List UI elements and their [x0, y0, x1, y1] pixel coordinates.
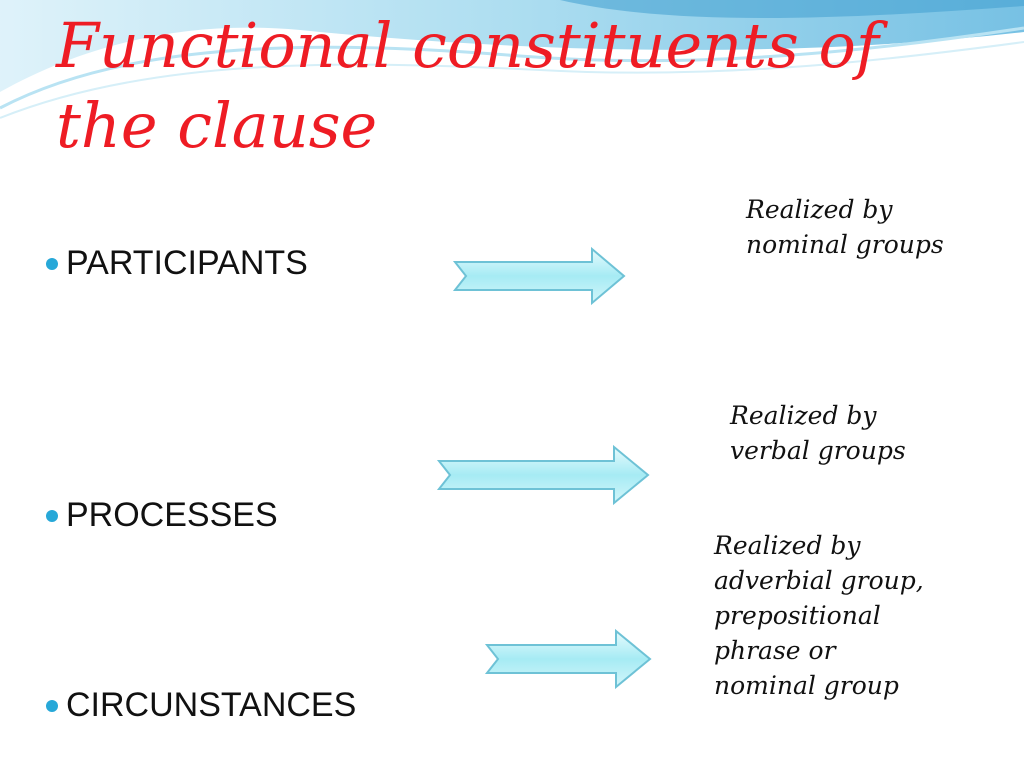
note-line: verbal groups — [730, 436, 906, 465]
note-line: nominal group — [714, 671, 899, 700]
note-line: phrase or — [714, 636, 836, 665]
right-arrow-icon — [484, 628, 652, 690]
decorative-swoosh — [0, 0, 1024, 119]
bullet-processes: PROCESSES — [46, 496, 278, 535]
bullet-circunstances: CIRCUNSTANCES — [46, 686, 356, 725]
note-line: adverbial group, — [714, 566, 924, 595]
right-arrow-icon — [436, 444, 650, 506]
bullet-label: CIRCUNSTANCES — [66, 686, 357, 724]
slide-title: Functional constituents of the clause — [56, 9, 879, 162]
bullet-label: PARTICIPANTS — [66, 244, 308, 282]
right-arrow-icon — [452, 246, 626, 306]
bullet-dot-icon — [46, 699, 58, 712]
bullet-participants: PARTICIPANTS — [46, 244, 308, 283]
note-verbal-groups: Realized by verbal groups — [730, 398, 906, 468]
note-line: Realized by — [714, 531, 861, 560]
note-line: Realized by — [730, 401, 877, 430]
note-line: nominal groups — [746, 230, 944, 259]
bullet-label: PROCESSES — [66, 496, 278, 534]
bullet-dot-icon — [46, 509, 58, 522]
bullet-dot-icon — [46, 257, 58, 270]
note-nominal-groups: Realized by nominal groups — [746, 192, 944, 262]
note-circumstances: Realized by adverbial group, preposition… — [714, 528, 924, 703]
note-line: prepositional — [714, 601, 881, 630]
note-line: Realized by — [746, 195, 893, 224]
